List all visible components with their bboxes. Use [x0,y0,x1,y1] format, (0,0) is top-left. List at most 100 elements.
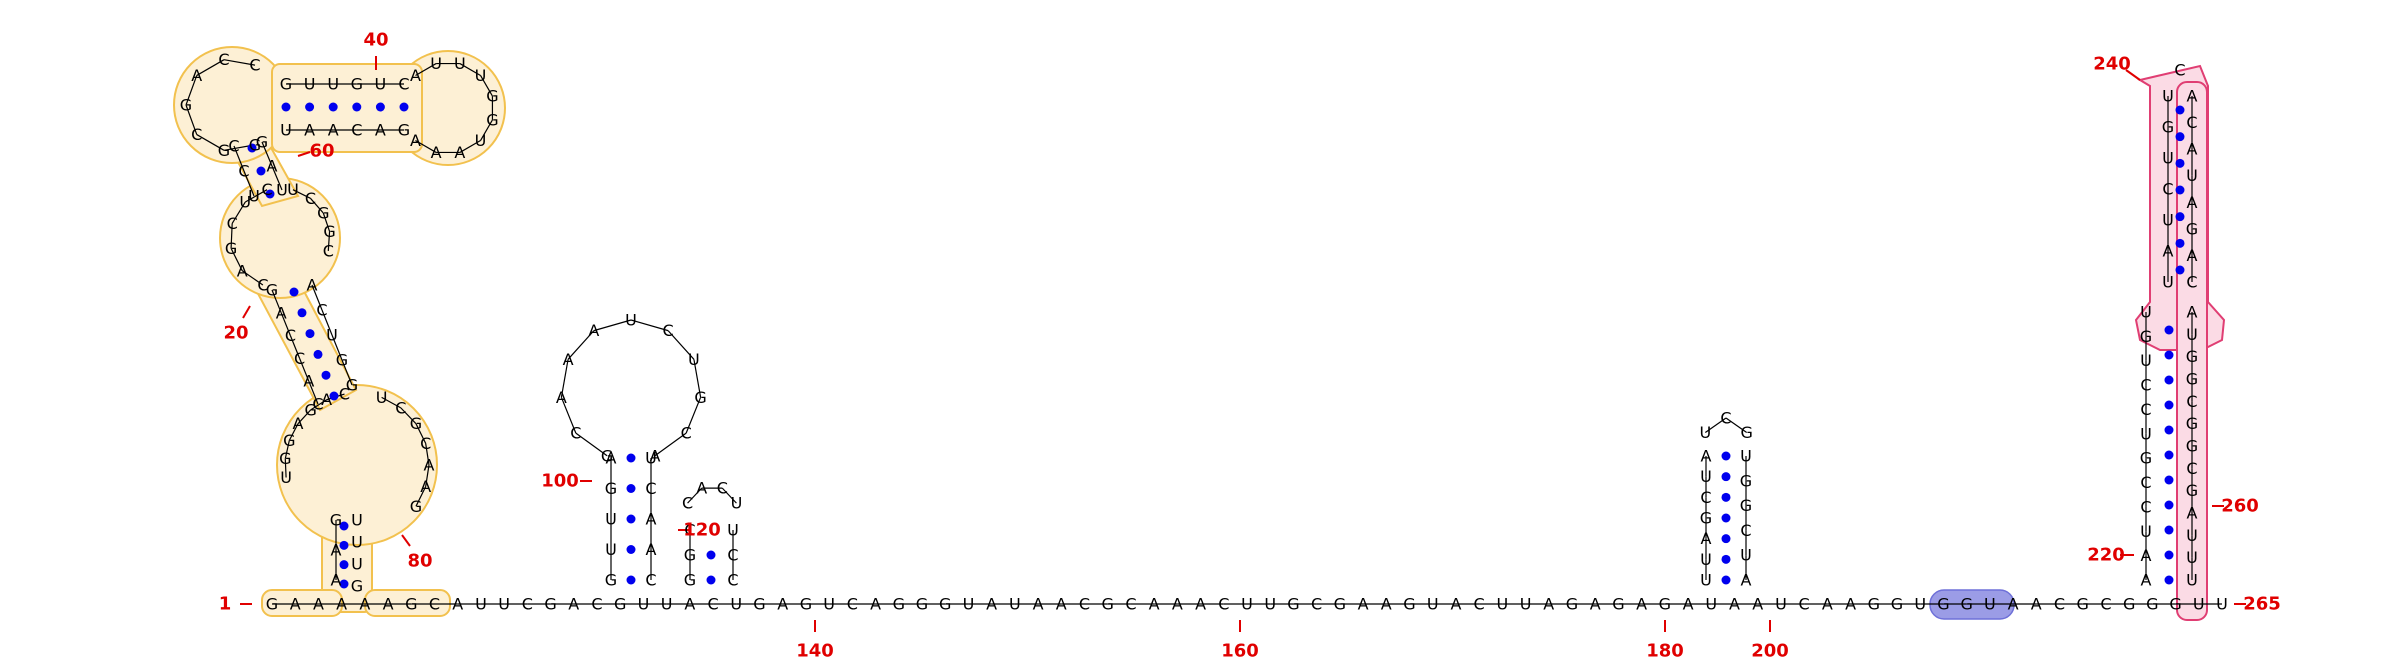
long-hairpin-nucleotide: U [2186,571,2198,590]
hairpin-120-loop-nucleotide: A [696,479,707,498]
base-pair-dot [1721,534,1731,544]
main-strand-nucleotide: C [707,595,718,614]
domain-1-lower-loop [276,384,438,546]
main-strand-nucleotide: A [1450,595,1461,614]
upper-stem-top-nucleotide: U [327,75,339,94]
base-pair-dot [328,102,338,112]
hairpin-120-loop-nucleotide: C [682,494,693,513]
base-pair-dot [626,453,636,463]
hairpin-100-nucleotide: U [645,449,657,468]
hairpin-100-loop-nucleotide: A [649,446,660,465]
backbone-link [341,359,353,386]
main-strand-nucleotide: G [1287,595,1299,614]
domain-1-nucleotide: G [180,96,192,115]
main-strand-nucleotide: A [1033,595,1044,614]
long-hairpin-nucleotide: G [2140,327,2152,346]
backbone-link [687,487,703,504]
backbone-link [1704,417,1727,433]
base-pair-dot [265,189,275,199]
main-strand-nucleotide: U [1984,595,1996,614]
base-pair-dot [2164,525,2174,535]
backbone-link [322,212,331,232]
upper-stem-bottom-nucleotide: A [304,121,315,140]
base-pair-dot [313,349,323,359]
long-hairpin-nucleotide: U [2186,325,2198,344]
numbering-tick [401,534,411,547]
main-strand-nucleotide: C [591,595,602,614]
domain-1-nucleotide: A [420,477,431,496]
long-hairpin-loop-nucleotide: C [2174,61,2185,80]
domain-1-nucleotide: A [331,541,342,560]
backbone-link [415,63,437,76]
numbering-ticks [240,56,2246,632]
base-pair-dot [256,166,266,176]
main-strand-nucleotide: A [1543,595,1554,614]
hairpin-185-nucleotide: A [1701,447,1712,466]
long-hairpin-nucleotide: A [2187,303,2198,322]
main-strand-nucleotide: C [1125,595,1136,614]
long-hairpin-nucleotide: G [2162,118,2174,137]
base-pair-dot [339,560,349,570]
domain-1-nucleotide: C [395,398,406,417]
domain-1-nucleotide: G [218,141,230,160]
main-strand-nucleotide: G [405,595,417,614]
domain-1-nucleotide: G [330,511,342,530]
hairpin-100-nucleotide: A [646,510,657,529]
domain-1-nucleotide: C [305,189,316,208]
main-strand-nucleotide: C [1218,595,1229,614]
upper-stem-bottom-nucleotide: U [280,121,292,140]
domain-1-nucleotide: U [239,193,251,212]
backbone-link [415,423,427,444]
hairpin-100-loop-nucleotide: U [688,350,700,369]
long-hairpin-nucleotide: G [2186,219,2198,238]
base-pair-dot [399,102,409,112]
upper-stem-top-nucleotide: G [351,75,363,94]
long-hairpin-nucleotide: C [2140,473,2151,492]
domain-1-nucleotide: G [283,431,295,450]
base-pair-dot [1721,513,1731,523]
backbone-link [297,409,312,425]
main-strand-nucleotide: G [939,595,951,614]
long-hairpin-nucleotide: A [2187,193,2198,212]
domain-1-nucleotide: G [351,577,363,596]
domain-1-nucleotide: U [351,533,363,552]
main-strand-nucleotide: A [313,595,324,614]
main-strand-nucleotide: A [2008,595,2019,614]
long-hairpin-nucleotide: U [2140,303,2152,322]
long-hairpin-nucleotide: C [2186,113,2197,132]
main-strand-nucleotide: U [1264,595,1276,614]
hairpin-100-loop-nucleotide: A [563,350,574,369]
upper-stem-top-nucleotide: G [280,75,292,94]
main-strand-nucleotide: G [1868,595,1880,614]
long-hairpin-nucleotide: C [2186,273,2197,292]
main-strand-nucleotide: U [2193,595,2205,614]
hairpin-120-loop-nucleotide: U [731,494,743,513]
domain-1-nucleotide: C [261,180,272,199]
domain-1-nucleotide: U [248,187,260,206]
domain-1-nucleotide: C [323,241,334,260]
main-strand-nucleotide: A [986,595,997,614]
main-strand-nucleotide: A [1636,595,1647,614]
base-pair-dot [706,550,716,560]
base-pair-dot [305,329,315,339]
base-pair-dot [339,579,349,589]
hairpin-185-nucleotide: U [1700,550,1712,569]
hairpin-185-nucleotide: C [1700,488,1711,507]
long-hairpin-nucleotide: U [2140,522,2152,541]
backbone-link [308,380,319,405]
main-strand-nucleotide: G [1612,595,1624,614]
main-strand-nucleotide: U [498,595,510,614]
hairpin-100-nucleotide: U [605,540,617,559]
domain-1-nucleotide: U [376,388,388,407]
long-hairpin-nucleotide: A [2141,571,2152,590]
number-label: 160 [1221,641,1259,662]
hairpin-100-nucleotide: U [605,510,617,529]
base-pair-dot [1721,554,1731,564]
hairpin-185-nucleotide: G [1740,471,1752,490]
main-strand-nucleotide: G [1960,595,1972,614]
hairpin-185-loop-nucleotide: C [1720,409,1731,428]
main-strand-nucleotide: G [2169,595,2181,614]
backbone-link [185,104,198,135]
domain-1-nucleotide: A [331,571,342,590]
